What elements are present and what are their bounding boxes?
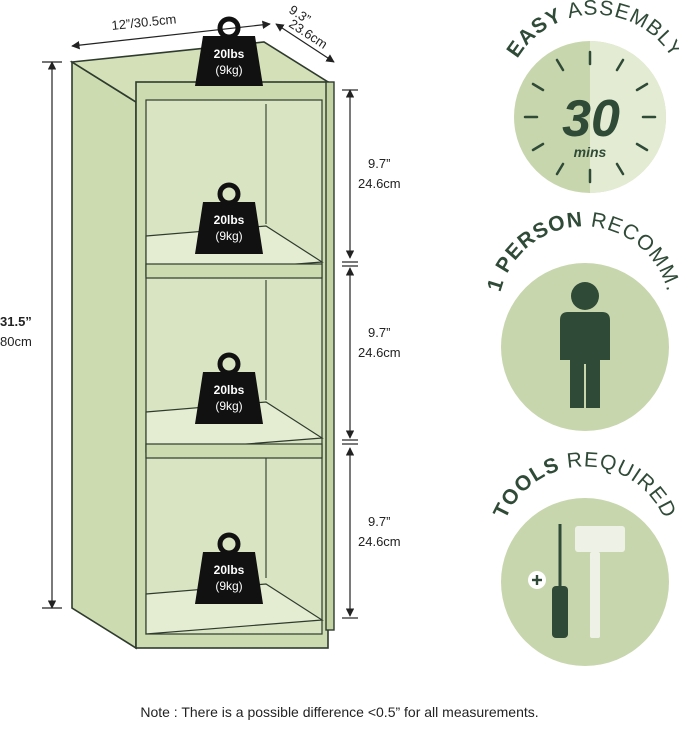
- shelf-2-height-cm: 24.6cm: [358, 345, 401, 360]
- weight-icon: 20lbs (9kg): [195, 182, 263, 254]
- weight-kg: (9kg): [215, 399, 242, 413]
- weight-lbs: 20lbs: [214, 563, 245, 577]
- height-inches: 31.5”: [0, 314, 32, 329]
- weight-lbs: 20lbs: [214, 47, 245, 61]
- width-inches: 12”: [111, 16, 131, 33]
- bookcase-right-edge: [325, 81, 335, 631]
- weight-kg: (9kg): [215, 579, 242, 593]
- width-label: 12”/30.5cm: [111, 11, 177, 33]
- tools-badge-circle: [501, 498, 669, 666]
- shelf-2-height-inches: 9.7”: [368, 325, 390, 340]
- hammer-icon: [575, 526, 625, 638]
- width-cm: /30.5cm: [129, 11, 177, 31]
- person-badge: 1 PERSON RECOMM.: [483, 208, 679, 431]
- clock-icon: 30 mins: [514, 41, 666, 193]
- shelf-3-height-inches: 9.7”: [368, 514, 390, 529]
- height-cm: 80cm: [0, 334, 32, 349]
- weight-icon: 20lbs (9kg): [195, 532, 263, 604]
- weight-kg: (9kg): [215, 229, 242, 243]
- shelf-2: [145, 401, 324, 459]
- bookcase-side-panel: [71, 60, 137, 650]
- shelf-1-height-inches: 9.7”: [368, 156, 390, 171]
- dimension-lines: [42, 20, 358, 619]
- shelf-3-height-cm: 24.6cm: [358, 534, 401, 549]
- weight-lbs: 20lbs: [214, 213, 245, 227]
- shelf-pin-holes: [265, 104, 267, 578]
- weight-kg: (9kg): [215, 63, 242, 77]
- weight-lbs: 20lbs: [214, 383, 245, 397]
- measurement-note: Note : There is a possible difference <0…: [140, 704, 539, 720]
- screwdriver-icon: [528, 524, 568, 638]
- person-icon: [560, 282, 610, 408]
- weight-icon: 20lbs (9kg): [195, 16, 263, 86]
- weight-icon: 20lbs (9kg): [195, 352, 263, 424]
- tools-badge: TOOLS REQUIRED: [489, 448, 679, 666]
- assembly-minutes: 30: [562, 90, 620, 148]
- shelf-1-height-cm: 24.6cm: [358, 176, 401, 191]
- assembly-unit: mins: [574, 144, 607, 160]
- assembly-badge: EASY ASSEMBLY 30 mins: [503, 0, 679, 193]
